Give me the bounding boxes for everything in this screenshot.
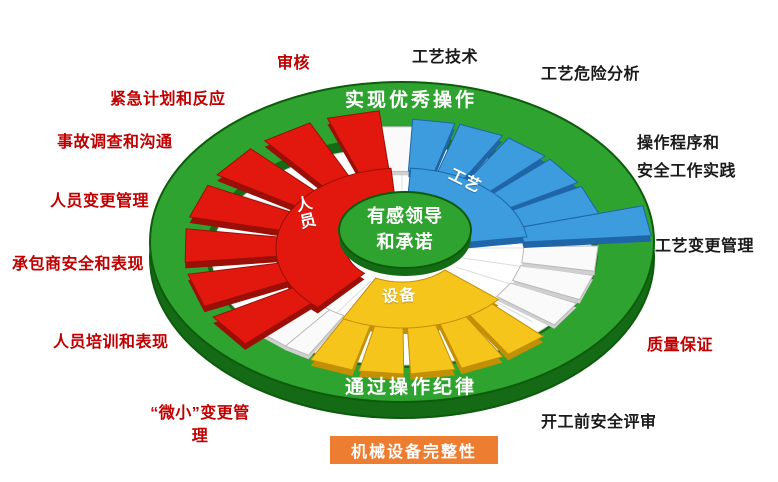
label-operating-procedures: 操作程序和 安全工作实践 [637, 135, 737, 180]
empty-blade [495, 282, 578, 326]
label-personnel-change: 人员变更管理 [50, 193, 150, 210]
banner-text: 机械设备完整性 [350, 444, 477, 461]
sector-label-equipment: 设备 [381, 286, 417, 307]
empty-blade [511, 264, 594, 301]
label-process-technology: 工艺技术 [412, 49, 479, 66]
empty-blade [284, 309, 345, 356]
label-audit: 审核 [277, 55, 311, 72]
label-process-change: 工艺变更管理 [655, 238, 755, 255]
equipment-fan-hub [341, 269, 500, 329]
label-pre-startup-review: 开工前安全评审 [541, 414, 657, 431]
label-incident-investigation: 事故调查和沟通 [57, 134, 173, 151]
center-label-line1: 有感领导 [367, 206, 443, 226]
center-ellipse [338, 191, 472, 269]
mechanical-integrity-banner: 机械设备完整性 [330, 436, 498, 464]
center-label: 有感领导 和承诺 [340, 203, 470, 255]
ring-label-top: 实现优秀操作 [344, 90, 477, 111]
center-label-line2: 和承诺 [376, 232, 434, 252]
label-minor-change: “微小”变更管 理 [150, 405, 250, 446]
label-emergency-planning: 紧急计划和反应 [110, 91, 226, 108]
label-quality-assurance: 质量保证 [647, 337, 714, 354]
label-contractor-safety: 承包商安全和表现 [12, 256, 145, 273]
label-personnel-training: 人员培训和表现 [53, 334, 169, 351]
label-process-hazard-analysis: 工艺危险分析 [541, 66, 641, 83]
empty-blade [521, 245, 599, 272]
ring-label-bottom: 通过操作纪律 [344, 377, 477, 398]
